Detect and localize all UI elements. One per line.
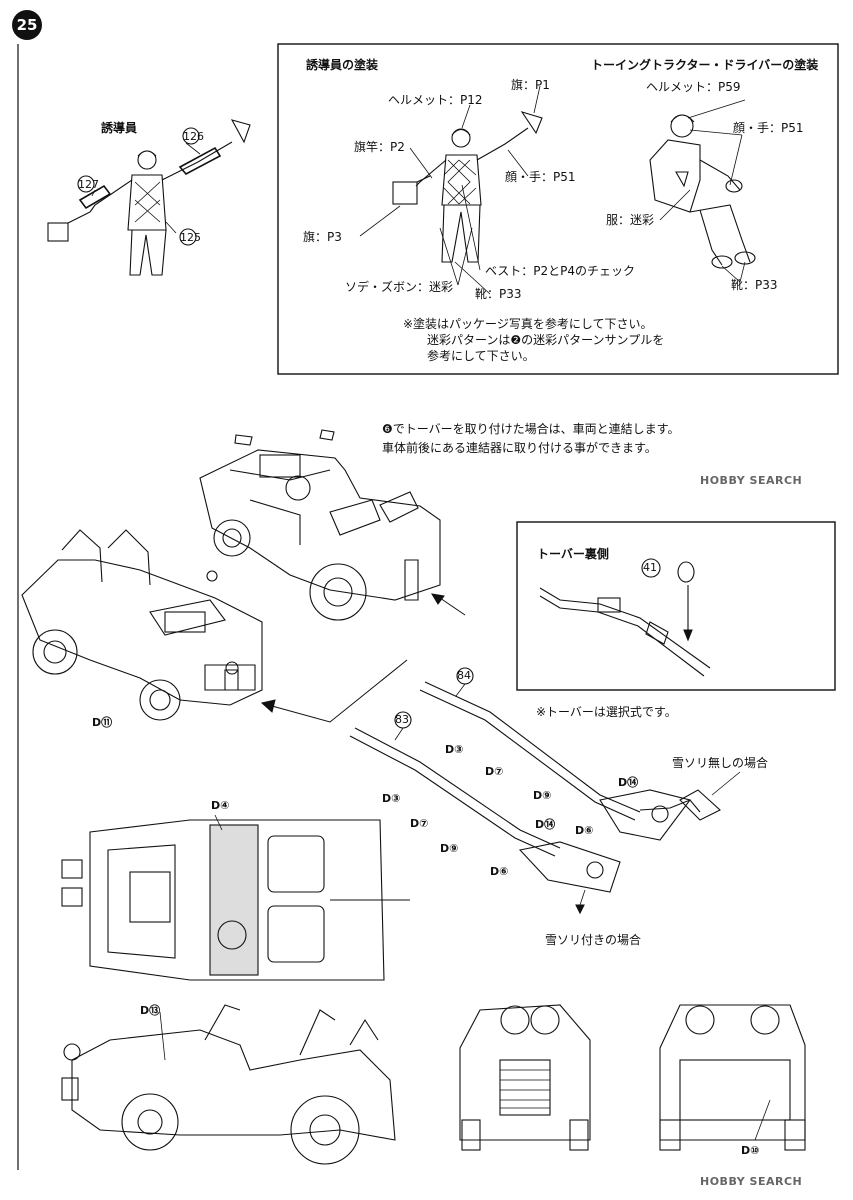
guide-pole-label: 旗竿：P2: [354, 140, 405, 154]
paint-note-line-2: 迷彩パターンは❷の迷彩パターンサンプルを: [427, 333, 665, 347]
part-number-125: 125: [180, 231, 201, 244]
top-view-floor-mesh: [209, 824, 259, 976]
part-number-84: 84: [457, 669, 471, 682]
step-number: 25: [16, 16, 38, 34]
guide-sleeve-pants-label: ソデ・ズボン：迷彩: [345, 280, 454, 294]
part-label-d11: D⑪: [92, 716, 113, 729]
part-label-d14-lower: D⑭: [535, 818, 556, 831]
towbar-back-title: トーバー裏側: [537, 547, 609, 561]
paint-note-line-1: ※塗装はパッケージ写真を参考にして下さい。: [403, 317, 653, 331]
guide-paint-title: 誘導員の塗装: [306, 58, 379, 72]
part-label-d9-upper: D⑨: [533, 789, 552, 802]
part-label-d13: D⑬: [140, 1004, 161, 1017]
step-number-badge: 25: [12, 10, 42, 40]
driver-shoes-label: 靴：P33: [731, 278, 778, 292]
guide-figure-drawing: [47, 119, 251, 276]
guide-face-hand-label: 顔・手：P51: [505, 170, 576, 184]
instruction-line-1: ❻でトーバーを取り付けた場合は、車両と連結します。: [382, 422, 680, 436]
part-number-41: 41: [643, 561, 657, 574]
guide-vest-label: ベスト：P2とP4のチェック: [485, 264, 635, 278]
part-label-d6-upper: D⑥: [575, 824, 594, 837]
tractor-side-view-drawing: [61, 1004, 396, 1165]
part-label-d3-upper: D③: [445, 743, 464, 756]
part-number-83: 83: [395, 713, 409, 726]
tractor-top-view-drawing: [61, 814, 410, 981]
watermark-bottom: HOBBY SEARCH: [700, 1175, 803, 1188]
guide-flag-top-label: 旗：P1: [511, 78, 550, 92]
towbar-inset-frame: [516, 521, 836, 691]
part-number-126: 126: [183, 130, 204, 143]
part-label-d4: D④: [211, 799, 230, 812]
tractor-rear-view-drawing: [659, 1004, 806, 1151]
guide-figure-title: 誘導員: [101, 121, 138, 135]
guide-shoes-label: 靴：P33: [475, 287, 522, 301]
paint-note-line-3: 参考にして下さい。: [427, 349, 535, 363]
connection-arrows: [260, 593, 466, 723]
part-label-d9-lower: D⑨: [440, 842, 459, 855]
variant-no-sled-label: 雪ソリ無しの場合: [672, 756, 769, 770]
part-label-d14-upper: D⑭: [618, 776, 639, 789]
paint-guide-figure-drawing: [359, 85, 543, 295]
paint-box-frame: [277, 43, 839, 375]
driver-helmet-label: ヘルメット：P59: [646, 80, 741, 94]
tractor-iso-lower-drawing: [21, 529, 263, 721]
driver-face-hand-label: 顔・手：P51: [733, 121, 804, 135]
driver-paint-title: トーイングトラクター・ドライバーの塗装: [591, 58, 819, 72]
driver-clothes-label: 服：迷彩: [606, 213, 655, 227]
paint-driver-figure-drawing: [649, 99, 756, 283]
towbar-optional-note: ※トーバーは選択式です。: [536, 705, 677, 719]
part-label-d10: D⑩: [741, 1144, 760, 1157]
part-label-d6-lower: D⑥: [490, 865, 509, 878]
variant-with-sled-label: 雪ソリ付きの場合: [545, 933, 642, 947]
instruction-line-2: 車体前後にある連結器に取り付ける事ができます。: [382, 441, 657, 455]
towbar-inset-drawing: [539, 558, 711, 677]
towbars-drawing: [349, 667, 741, 915]
watermark-top: HOBBY SEARCH: [700, 474, 803, 487]
tractor-front-view-drawing: [459, 1004, 591, 1151]
part-label-d7-upper: D⑦: [485, 765, 504, 778]
part-label-d7-lower: D⑦: [410, 817, 429, 830]
guide-helmet-label: ヘルメット：P12: [388, 93, 483, 107]
guide-flag-low-label: 旗：P3: [303, 230, 342, 244]
part-number-127: 127: [78, 178, 99, 191]
tractor-iso-upper-drawing: [199, 429, 441, 621]
part-label-d3-lower: D③: [382, 792, 401, 805]
